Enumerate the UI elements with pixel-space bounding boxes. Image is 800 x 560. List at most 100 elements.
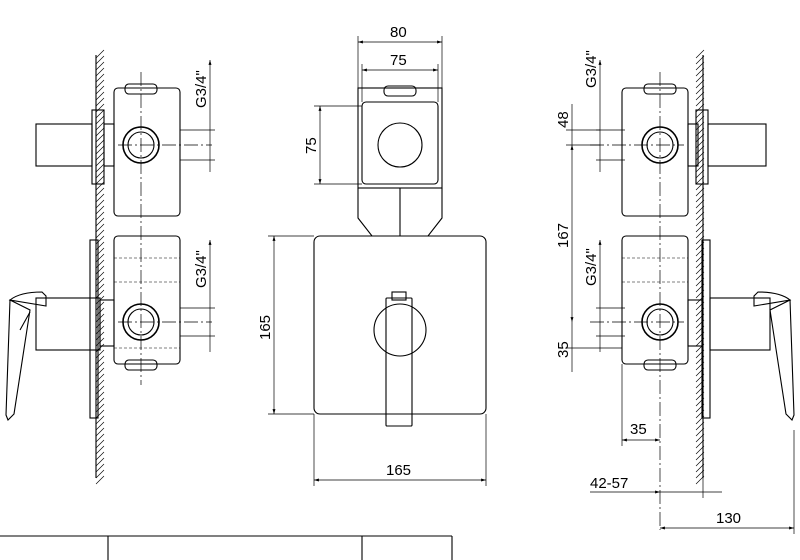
hatch-line	[95, 451, 105, 461]
hatch-line	[95, 199, 105, 209]
front-diverter-knob	[377, 122, 423, 168]
hatch-line	[695, 397, 705, 407]
front-mixer-plate	[313, 235, 487, 415]
hatch-line	[95, 355, 105, 365]
right-wall-hatching	[695, 49, 705, 485]
hatch-line	[95, 217, 105, 227]
dim-right-projection: 130	[716, 510, 741, 527]
hatch-line	[695, 307, 705, 317]
hatch-line	[695, 175, 705, 185]
hatch-line	[695, 373, 705, 383]
hatch-line	[95, 361, 105, 371]
hatch-line	[695, 73, 705, 83]
hatch-line	[695, 259, 705, 269]
hatch-line	[695, 169, 705, 179]
hatch-line	[695, 49, 705, 59]
hatch-line	[95, 205, 105, 215]
hatch-line	[95, 475, 105, 485]
hatch-line	[695, 271, 705, 281]
hatch-line	[695, 181, 705, 191]
hatch-line	[95, 397, 105, 407]
front-mixer-rosette	[373, 303, 427, 357]
hatch-line	[695, 385, 705, 395]
dim-right-lower-offset: 35	[555, 341, 572, 358]
hatch-line	[695, 319, 705, 329]
hatch-line	[95, 61, 105, 71]
right-diverter-cap	[707, 123, 767, 167]
front-diverter-plate	[361, 101, 439, 185]
hatch-line	[695, 163, 705, 173]
hatch-line	[695, 451, 705, 461]
hatch-line	[695, 205, 705, 215]
dim-left-thread-lower: G3/4"	[193, 250, 210, 288]
hatch-line	[695, 289, 705, 299]
dim-right-thread-upper: G3/4"	[583, 50, 600, 88]
dim-top-width-inner: 75	[390, 52, 407, 69]
hatch-line	[695, 337, 705, 347]
left-wall-hatching	[95, 49, 105, 485]
hatch-line	[695, 55, 705, 65]
hatch-line	[695, 157, 705, 167]
hatch-line	[695, 475, 705, 485]
hatch-line	[695, 277, 705, 287]
hatch-line	[95, 445, 105, 455]
hatch-line	[95, 97, 105, 107]
dim-top-box-height: 75	[303, 137, 320, 154]
hatch-line	[95, 127, 105, 137]
front-diverter-box	[357, 87, 443, 189]
hatch-line	[95, 421, 105, 431]
hatch-line	[695, 199, 705, 209]
left-diverter-cap	[35, 123, 93, 167]
hatch-line	[695, 85, 705, 95]
hatch-line	[95, 373, 105, 383]
hatch-line	[95, 469, 105, 479]
hatch-line	[95, 151, 105, 161]
hatch-line	[695, 415, 705, 425]
dim-plate-width: 165	[386, 462, 411, 479]
dim-top-width-outer: 80	[390, 24, 407, 41]
hatch-line	[695, 361, 705, 371]
hatch-line	[695, 109, 705, 119]
hatch-line	[695, 349, 705, 359]
hatch-line	[695, 463, 705, 473]
left-lever-handle	[5, 291, 47, 421]
dim-plate-height: 165	[257, 315, 274, 340]
left-lower-plate	[89, 239, 99, 419]
hatch-line	[695, 445, 705, 455]
hatch-line	[95, 115, 105, 125]
hatch-line	[95, 163, 105, 173]
dim-right-thread-lower: G3/4"	[583, 248, 600, 286]
hatch-line	[695, 115, 705, 125]
hatch-line	[695, 469, 705, 479]
hatch-line	[95, 145, 105, 155]
hatch-line	[695, 379, 705, 389]
hatch-line	[695, 301, 705, 311]
hatch-line	[95, 265, 105, 275]
hatch-line	[95, 175, 105, 185]
hatch-line	[695, 91, 705, 101]
hatch-line	[95, 439, 105, 449]
hatch-line	[95, 349, 105, 359]
hatch-line	[95, 379, 105, 389]
hatch-line	[695, 61, 705, 71]
front-view: 80 75 75 165 165	[257, 24, 487, 486]
hatch-line	[95, 247, 105, 257]
hatch-line	[695, 325, 705, 335]
hatch-line	[695, 331, 705, 341]
hatch-line	[95, 409, 105, 419]
hatch-line	[95, 427, 105, 437]
hatch-line	[695, 79, 705, 89]
right-upper-valve-body	[621, 87, 689, 217]
hatch-line	[695, 265, 705, 275]
hatch-line	[695, 247, 705, 257]
hatch-line	[695, 439, 705, 449]
dim-right-wall-range: 42-57	[590, 475, 628, 492]
front-mixer-lever	[385, 297, 413, 427]
hatch-line	[695, 391, 705, 401]
hatch-line	[95, 79, 105, 89]
hatch-line	[95, 259, 105, 269]
hatch-line	[95, 211, 105, 221]
hatch-line	[695, 211, 705, 221]
hatch-line	[95, 169, 105, 179]
hatch-line	[95, 157, 105, 167]
